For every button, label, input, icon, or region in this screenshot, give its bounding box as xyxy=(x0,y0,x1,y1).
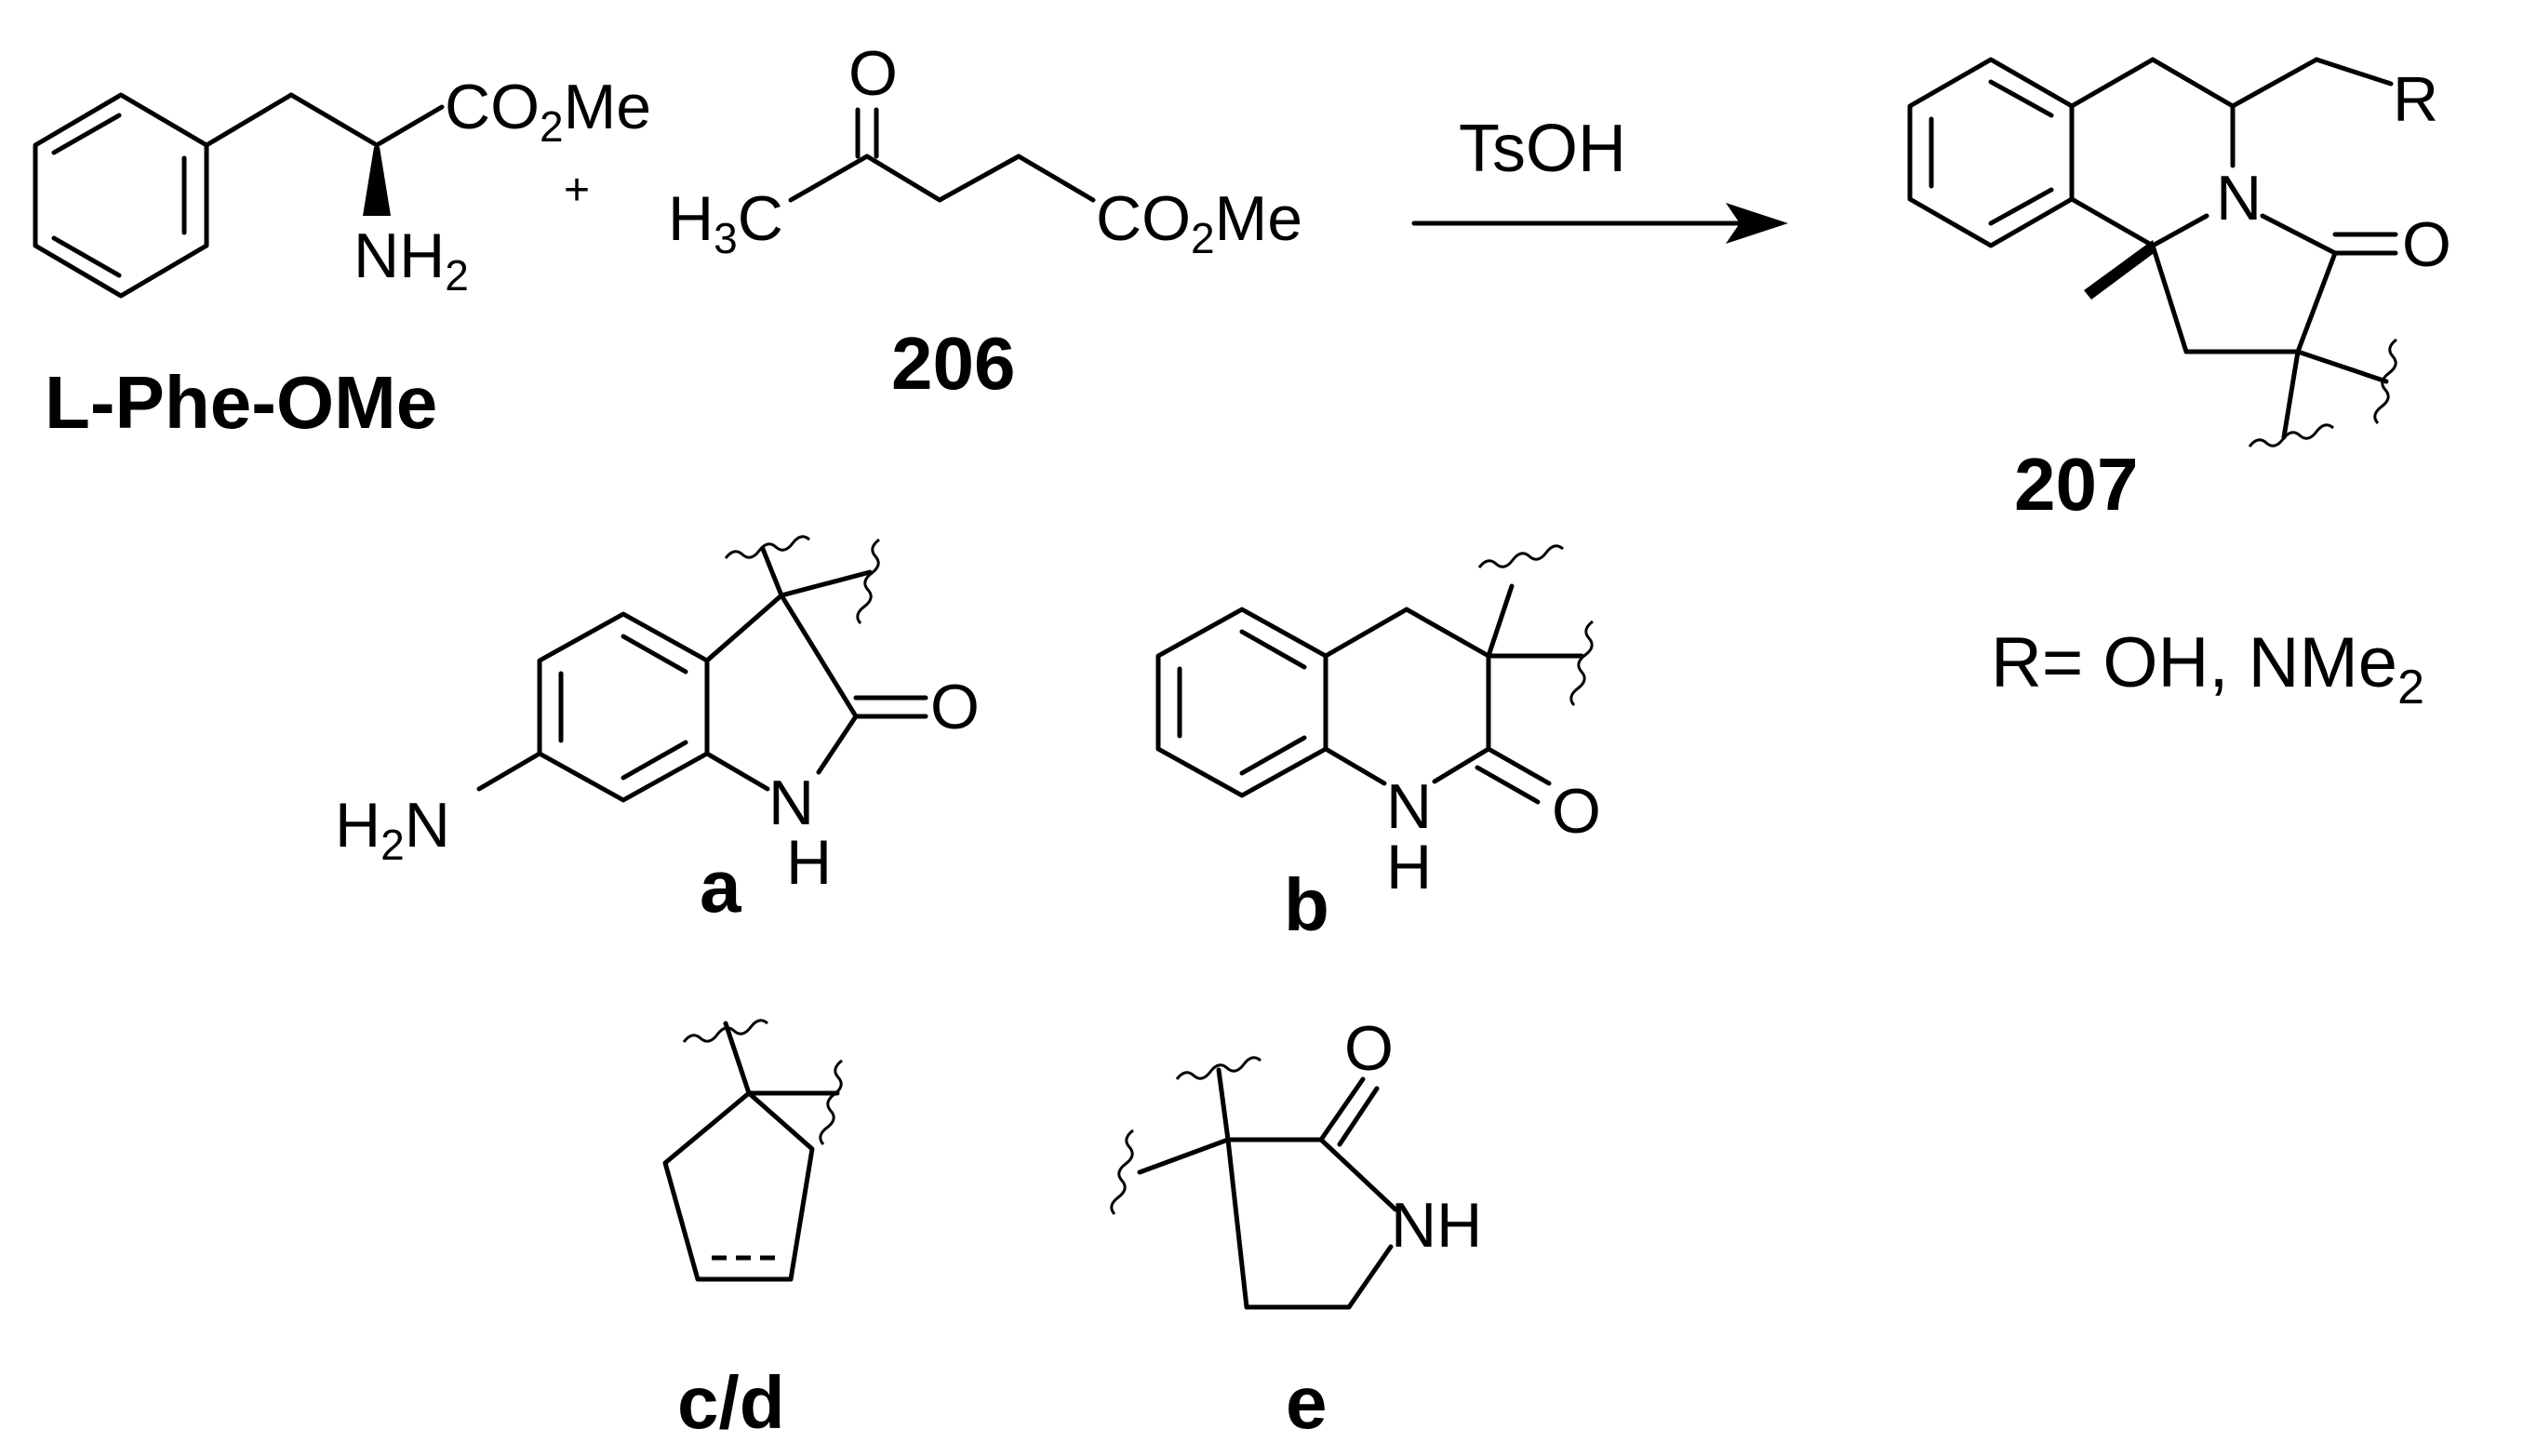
r-group-definition: R= OH, NMe2 xyxy=(1991,623,2424,715)
phe-side-chain-bonds xyxy=(204,92,445,148)
fragment-b-nh-n: N xyxy=(1386,771,1432,842)
fragment-b-nh-h: H xyxy=(1386,832,1432,902)
phe-ome-structure: CO2Me NH2 L-Phe-OMe xyxy=(33,72,651,444)
wavy-attachment-bond xyxy=(1110,1129,1134,1215)
wavy-attachment-bond xyxy=(2248,423,2334,447)
product-207-structure: R N O 207 R= OH, NMe2 xyxy=(1907,57,2451,715)
reaction-arrow xyxy=(1411,203,1788,244)
stereo-wedge-bond xyxy=(363,147,391,216)
wavy-attachment-bond xyxy=(819,1059,843,1145)
fragment-b-benzene-ring xyxy=(1155,607,1328,798)
ketone-oxygen-label: O xyxy=(848,38,898,109)
fragment-a-nh-n: N xyxy=(768,768,814,838)
fragment-a-structure: O N H H2N a xyxy=(335,535,980,928)
fragment-a-oxygen-label: O xyxy=(930,672,980,742)
phe-ome-label: L-Phe-OMe xyxy=(45,361,437,444)
fragment-e-label: e xyxy=(1286,1361,1328,1444)
lactam-oxygen-label: O xyxy=(2402,209,2451,280)
fragment-b-label: b xyxy=(1284,863,1329,946)
fragment-e-nh-label: NH xyxy=(1391,1190,1482,1261)
fragment-a-amine-label: H2N xyxy=(335,790,450,869)
fragment-e-structure: O NH e xyxy=(1110,1013,1482,1444)
wavy-attachment-bond xyxy=(1569,620,1594,706)
reagent-label: TsOH xyxy=(1459,112,1626,186)
ketoester-206-structure: O H3C CO2Me 206 xyxy=(668,38,1302,405)
ketoester-ester-label: CO2Me xyxy=(1096,183,1302,262)
wavy-attachment-bond xyxy=(1477,544,1564,568)
fragment-a-benzene-ring xyxy=(537,611,710,803)
phe-ester-label: CO2Me xyxy=(445,72,651,151)
phe-amine-label: NH2 xyxy=(354,220,469,300)
wavy-attachment-bond xyxy=(856,538,880,624)
fragment-b-structure: O N H b xyxy=(1155,544,1601,946)
wavy-attachment-bond xyxy=(724,535,810,559)
phe-benzene-ring xyxy=(33,92,209,299)
compound-207-label: 207 xyxy=(2014,443,2138,526)
fragment-cd-structure: c/d xyxy=(662,1019,843,1444)
plus-sign: + xyxy=(564,166,590,215)
fragment-a-nh-h: H xyxy=(786,827,832,898)
fragment-a-label: a xyxy=(700,845,741,928)
wavy-attachment-bond xyxy=(1175,1056,1262,1080)
methyl-label: H3C xyxy=(668,183,783,262)
fragment-e-oxygen-label: O xyxy=(1344,1013,1394,1084)
methyl-wedge-bond xyxy=(2084,240,2156,300)
fragment-b-oxygen-label: O xyxy=(1552,776,1601,847)
r-group-label: R xyxy=(2393,64,2438,135)
lactam-nitrogen-label: N xyxy=(2216,163,2262,234)
product-benzene-ring xyxy=(1907,57,2075,248)
compound-206-label: 206 xyxy=(891,322,1015,405)
wavy-attachment-bond xyxy=(682,1019,768,1043)
wavy-attachment-bond xyxy=(2373,338,2397,424)
fragment-cd-label: c/d xyxy=(677,1361,785,1444)
